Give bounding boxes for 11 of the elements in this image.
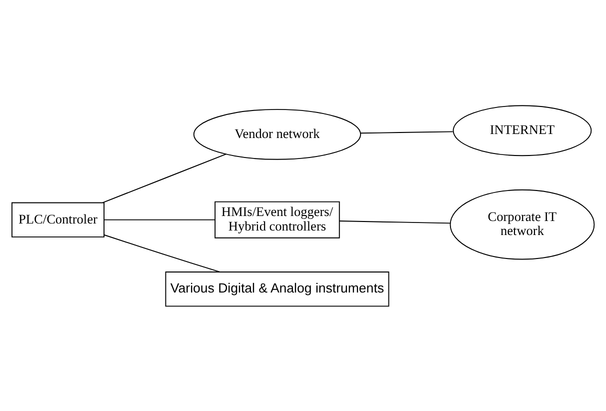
node-ellipse: Corporate IT network	[450, 188, 595, 260]
connector	[360, 130, 454, 134]
connector	[102, 153, 227, 203]
connector	[104, 218, 216, 220]
node-ellipse: Vendor network	[193, 108, 362, 160]
node-ellipse: INTERNET	[452, 104, 592, 156]
connector	[339, 220, 451, 224]
node-box: HMIs/Event loggers/ Hybrid controllers	[214, 200, 340, 238]
node-box: PLC/Controler	[11, 202, 104, 237]
node-box: Various Digital & Analog instruments	[165, 271, 390, 306]
connector	[104, 234, 221, 272]
